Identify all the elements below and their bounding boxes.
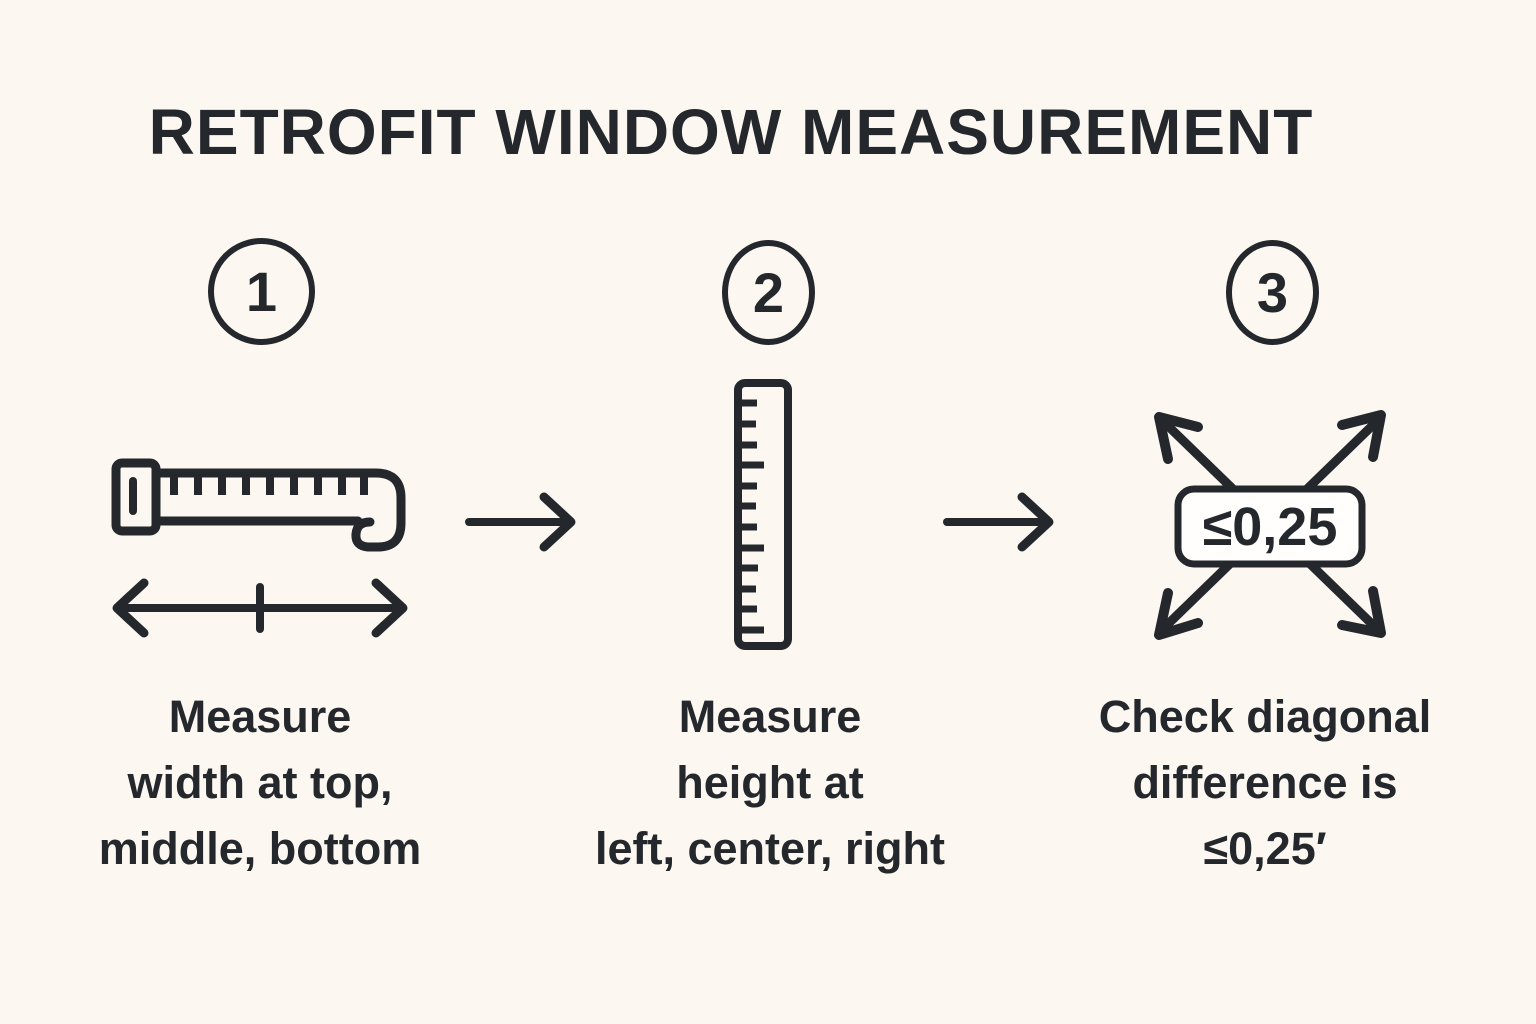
step-1-number: 1: [245, 260, 278, 323]
page-title: RETROFIT WINDOW MEASUREMENT: [148, 96, 1314, 168]
right-arrow-icon: [943, 492, 1054, 552]
tape-measure-body: [111, 458, 406, 552]
caption-line: Measure: [168, 691, 352, 742]
caption-line: difference is: [1132, 757, 1398, 808]
diagonal-arrows-icon: ≤0,25: [1154, 410, 1386, 640]
vertical-ruler-icon: [734, 379, 792, 650]
tolerance-label-box: [1174, 485, 1366, 568]
arrowheads: [1154, 410, 1386, 640]
step-3-number: 3: [1256, 261, 1289, 324]
ruler-ticks: [735, 399, 764, 634]
step-2-number: 2: [752, 261, 785, 324]
width-double-arrow-icon: [112, 578, 408, 638]
step-2-caption: Measure height at left, center, right: [540, 684, 1000, 882]
caption-line: Measure: [678, 691, 862, 742]
caption-line: left, center, right: [594, 823, 946, 874]
tape-measure-icon: [111, 458, 408, 638]
caption-line: ≤0,25′: [1203, 823, 1327, 874]
step-2-badge: 2: [722, 240, 815, 345]
step-3-badge: 3: [1226, 240, 1319, 345]
step-1-badge: 1: [208, 238, 315, 345]
tolerance-label-text: ≤0,25: [1203, 497, 1338, 557]
caption-line: height at: [676, 757, 864, 808]
caption-line: Check diagonal: [1098, 691, 1432, 742]
tape-ticks: [170, 474, 368, 495]
step-3-caption: Check diagonal difference is ≤0,25′: [1035, 684, 1495, 882]
step-1-caption: Measure width at top, middle, bottom: [30, 684, 490, 882]
right-arrow-icon: [465, 492, 576, 552]
caption-line: width at top,: [127, 757, 393, 808]
caption-line: middle, bottom: [98, 823, 422, 874]
